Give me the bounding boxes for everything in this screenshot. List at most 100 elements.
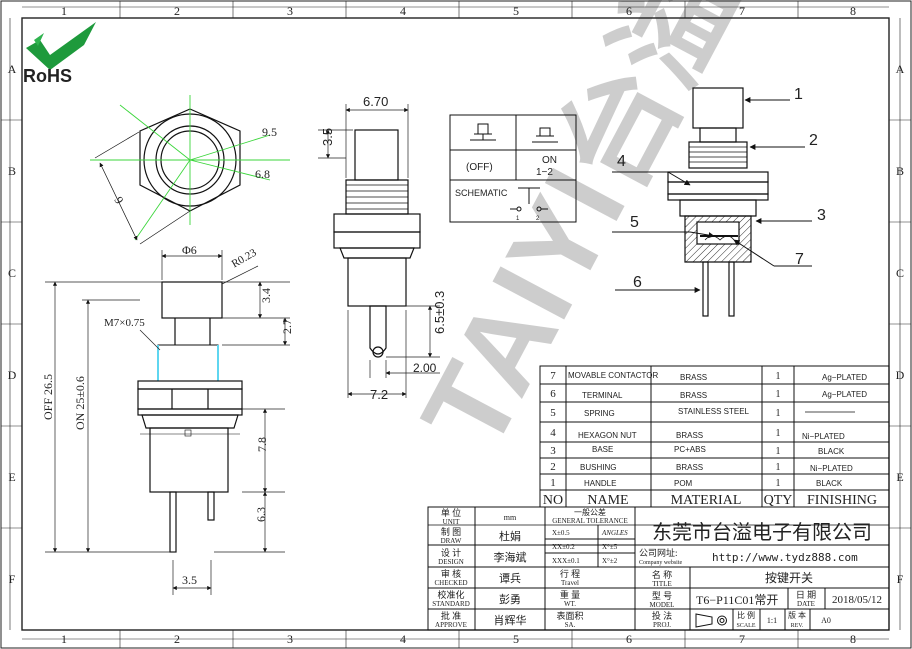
bom-row-6: 6 TERMINAL BRASS 1 Ag−PLATED (550, 388, 867, 400)
schematic-state: (OFF) (466, 162, 493, 173)
row-label: B (896, 164, 904, 178)
svg-text:谭兵: 谭兵 (499, 572, 521, 585)
svg-text:STANDARD: STANDARD (432, 600, 470, 608)
bom-material: STAINLESS STEEL (678, 407, 750, 416)
dim-side-body: 7.2 (370, 387, 388, 402)
row-label: A (8, 62, 17, 76)
dim-plunger-gap: 2.7 (280, 319, 294, 334)
dim-body-height: 7.8 (255, 437, 269, 452)
svg-text:CHECKED: CHECKED (434, 579, 467, 587)
col-label: 7 (739, 632, 745, 646)
bom-no: 2 (550, 461, 556, 473)
svg-text:名 称: 名 称 (652, 569, 672, 580)
svg-text:A0: A0 (821, 616, 831, 625)
rohs-logo: RoHS (23, 22, 96, 86)
svg-text:X±0.5: X±0.5 (552, 529, 570, 537)
svg-text:XXX±0.1: XXX±0.1 (552, 557, 580, 565)
button-off-icon (470, 123, 496, 141)
bom-material: PC+ABS (674, 445, 706, 454)
svg-text:NAME: NAME (587, 493, 628, 508)
bom-qty: 1 (776, 428, 781, 439)
svg-text:行 程: 行 程 (560, 568, 580, 579)
svg-text:ANGLES: ANGLES (601, 529, 628, 537)
bom-material: POM (674, 479, 693, 488)
callout-lines (612, 97, 812, 293)
row-label: D (8, 368, 17, 382)
title-block (427, 506, 890, 631)
switch-contact-icon (510, 187, 548, 212)
button-on-icon (532, 127, 558, 143)
row-label: B (8, 164, 16, 178)
svg-text:投 法: 投 法 (652, 610, 672, 621)
bom-headers: NO NAME MATERIAL QTY FINISHING (543, 493, 877, 508)
col-label: 4 (400, 4, 406, 18)
schematic-title: SCHEMATIC (455, 188, 508, 198)
row-label: D (896, 368, 905, 382)
row-label: A (896, 62, 905, 76)
col-label: 3 (287, 632, 293, 646)
bom-name: BASE (592, 445, 613, 454)
bom-qty: 1 (776, 478, 781, 489)
col-label: 2 (174, 632, 180, 646)
col-label: 8 (850, 4, 856, 18)
svg-text:XX±0.2: XX±0.2 (552, 543, 575, 551)
row-label: E (896, 470, 903, 484)
callout-6: 6 (633, 274, 642, 291)
col-label: 5 (513, 632, 519, 646)
dim-across-inner: 6.8 (255, 167, 270, 181)
bom-name: HEXAGON NUT (578, 431, 637, 440)
schematic-pin-1: 1 (516, 216, 520, 222)
svg-text:TITLE: TITLE (652, 580, 671, 588)
svg-text:DRAW: DRAW (441, 537, 462, 545)
svg-text:设 计: 设 计 (441, 547, 461, 558)
product-name: 按键开关 (765, 571, 813, 585)
svg-text:APPROVE: APPROVE (435, 621, 467, 629)
col-label: 8 (850, 632, 856, 646)
row-label: F (9, 572, 16, 586)
bom-finish: Ag−PLATED (822, 390, 867, 399)
schematic-box (449, 114, 577, 223)
dim-terminal-pitch: 3.5 (182, 573, 197, 587)
col-label: 3 (287, 4, 293, 18)
svg-text:公司网址:: 公司网址: (639, 547, 678, 558)
svg-text:SCALE: SCALE (736, 623, 755, 629)
bom-name: TERMINAL (582, 391, 623, 400)
dim-across-corners: 9.5 (262, 125, 277, 139)
dim-cap-radius: R0.23 (230, 246, 259, 270)
schematic-on-label: ON (542, 155, 557, 166)
bom-material: BRASS (680, 373, 707, 382)
frame-labels: 1 2 3 4 5 6 7 8 1 2 3 4 5 6 7 8 A B C D … (8, 4, 905, 646)
row-label: C (896, 266, 904, 280)
col-label: 1 (61, 4, 67, 18)
bom-name: SPRING (584, 409, 615, 418)
callout-3: 3 (817, 207, 826, 224)
svg-text:DATE: DATE (797, 600, 815, 608)
svg-text:校准化: 校准化 (437, 589, 464, 600)
svg-text:一般公差: 一般公差 (574, 507, 606, 517)
rohs-text: RoHS (23, 66, 72, 86)
callout-4: 4 (617, 153, 626, 170)
svg-text:型 号: 型 号 (652, 591, 672, 601)
dim-terminal-ext: 6.5±0.3 (432, 291, 447, 334)
svg-text:MATERIAL: MATERIAL (671, 493, 742, 508)
top-view (90, 95, 290, 245)
col-label: 4 (400, 632, 406, 646)
company-website: http://www.tydz888.com (712, 551, 858, 564)
bom-name: MOVABLE CONTACTOR (568, 371, 658, 380)
col-label: 1 (61, 632, 67, 646)
dim-side-width: 6.70 (363, 94, 388, 109)
bom-qty: 1 (776, 371, 781, 382)
svg-text:日 期: 日 期 (796, 590, 816, 600)
svg-text:QTY: QTY (764, 493, 793, 508)
bom-material: BRASS (676, 463, 703, 472)
dim-cap-height: 3.4 (259, 288, 273, 303)
dim-terminal-thick: 2.00 (413, 361, 437, 375)
bom-finish: BLACK (818, 447, 845, 456)
col-label: 2 (174, 4, 180, 18)
model-number: T6−P11C01常开 (696, 593, 778, 607)
bom-row-2: 2 BUSHING BRASS 1 Ni−PLATED (550, 461, 853, 473)
bom-row-7: 7 MOVABLE CONTACTOR BRASS 1 Ag−PLATED (550, 370, 867, 382)
svg-text:NO: NO (543, 493, 563, 508)
svg-text:Travel: Travel (561, 579, 579, 587)
svg-text:重 量: 重 量 (560, 589, 580, 600)
